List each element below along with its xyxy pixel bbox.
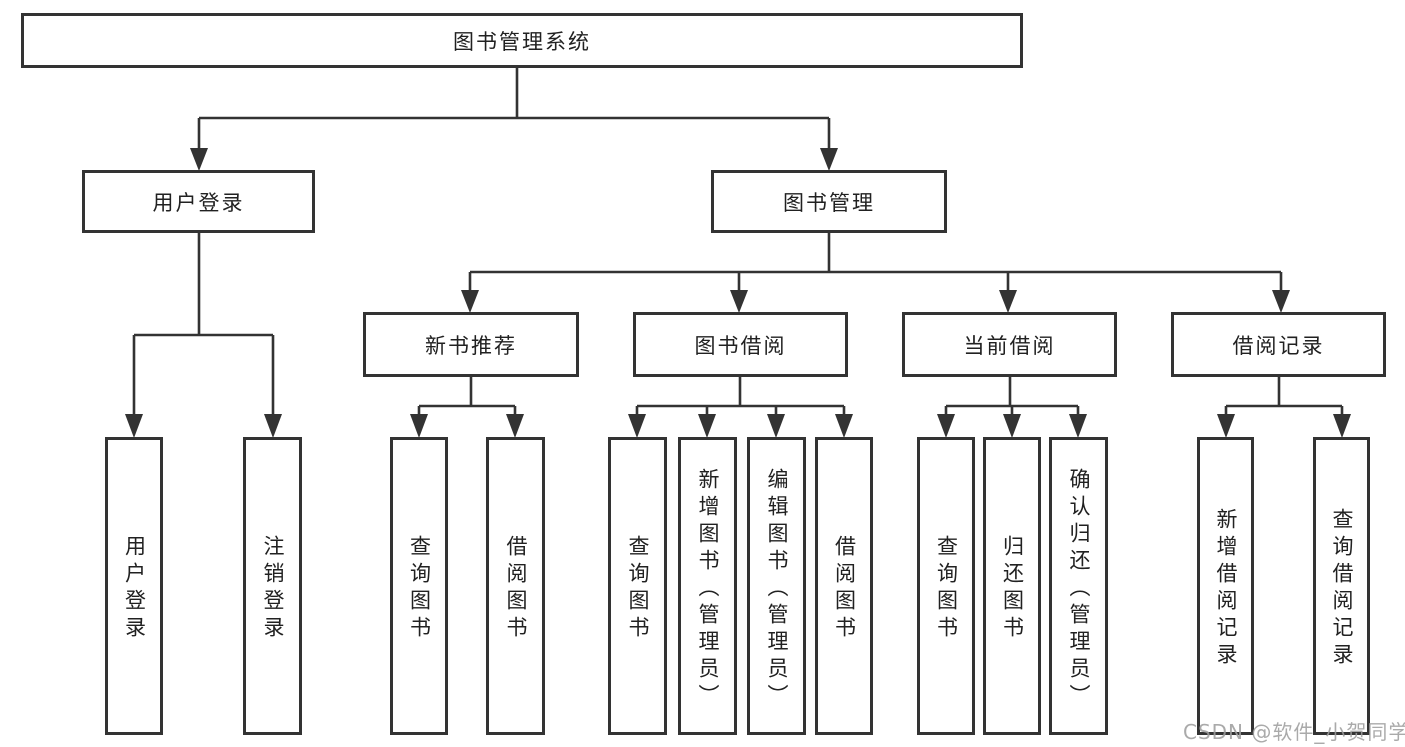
arrow-down-icon (698, 414, 716, 438)
leaf-add-borrow-record: 新增借阅记录 (1197, 437, 1254, 735)
node-borrowing-records: 借阅记录 (1171, 312, 1386, 377)
arrow-down-icon (190, 148, 208, 171)
arrow-down-icon (820, 148, 838, 171)
arrow-down-icon (999, 290, 1017, 313)
node-book-borrowing: 图书借阅 (633, 312, 848, 377)
arrow-down-icon (730, 290, 748, 313)
leaf-query-books: 查询图书 (390, 437, 448, 735)
leaf-query-borrow-record: 查询借阅记录 (1313, 437, 1370, 735)
arrow-down-icon (835, 414, 853, 438)
node-book-management: 图书管理 (711, 170, 947, 233)
connector-book-mgmt-to-level3 (461, 233, 1290, 313)
arrow-down-icon (1069, 414, 1087, 438)
connector-root-to-level2 (190, 68, 838, 171)
leaf-return-books: 归还图书 (983, 437, 1041, 735)
arrow-down-icon (125, 414, 143, 438)
node-new-book-recommendation: 新书推荐 (363, 312, 579, 377)
arrow-down-icon (937, 414, 955, 438)
leaf-logout: 注销登录 (243, 437, 302, 735)
node-current-borrowing: 当前借阅 (902, 312, 1117, 377)
connector-current-borrow-to-leaves (937, 377, 1087, 438)
csdn-watermark: CSDN @软件_小贺同学 (1183, 720, 1405, 744)
connector-new-book-rec-to-leaves (410, 377, 524, 438)
arrow-down-icon (1003, 414, 1021, 438)
arrow-down-icon (264, 414, 282, 438)
leaf-edit-books-admin: 编辑图书（管理员） (747, 437, 806, 735)
connector-borrow-records-to-leaves (1217, 377, 1351, 438)
leaf-add-books-admin: 新增图书（管理员） (678, 437, 737, 735)
arrow-down-icon (1272, 290, 1290, 313)
arrow-down-icon (461, 290, 479, 313)
arrow-down-icon (1333, 414, 1351, 438)
leaf-confirm-return-admin: 确认归还（管理员） (1049, 437, 1108, 735)
leaf-borrow-books: 借阅图书 (815, 437, 873, 735)
arrow-down-icon (506, 414, 524, 438)
node-library-management-system: 图书管理系统 (21, 13, 1023, 68)
leaf-query-books: 查询图书 (608, 437, 667, 735)
arrow-down-icon (628, 414, 646, 438)
arrow-down-icon (767, 414, 785, 438)
leaf-user-login: 用户登录 (105, 437, 163, 735)
node-user-login: 用户登录 (82, 170, 315, 233)
arrow-down-icon (410, 414, 428, 438)
connector-user-login-to-leaves (125, 233, 282, 438)
leaf-borrow-books: 借阅图书 (486, 437, 545, 735)
connector-book-borrow-to-leaves (628, 377, 853, 438)
arrow-down-icon (1217, 414, 1235, 438)
leaf-query-books: 查询图书 (917, 437, 975, 735)
